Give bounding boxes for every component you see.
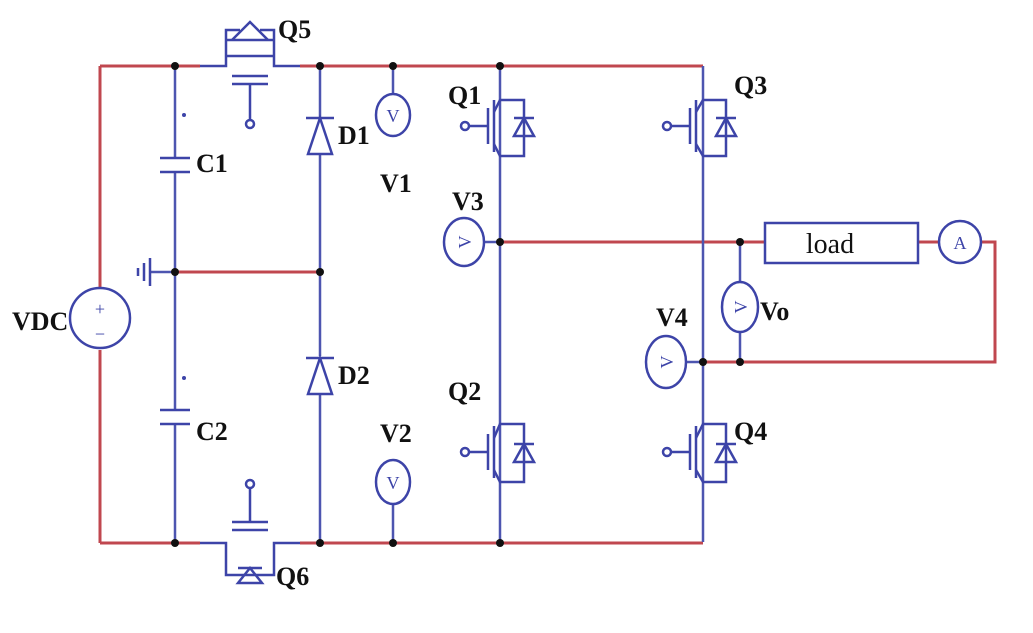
dc-source: + − — [68, 286, 132, 350]
component-wiring — [150, 66, 742, 543]
label-v3: V3 — [452, 187, 484, 216]
label-q5: Q5 — [278, 15, 311, 44]
capacitor-c1 — [160, 113, 190, 174]
label-vo: Vo — [760, 297, 789, 326]
diode-d2 — [306, 354, 334, 396]
switch-q5 — [200, 20, 300, 130]
voltmeter-v2: V — [374, 458, 412, 506]
junctions — [171, 62, 744, 547]
switch-q4 — [661, 422, 739, 484]
label-q6: Q6 — [276, 562, 309, 591]
label-v4: V4 — [656, 303, 688, 332]
svg-text:V: V — [387, 473, 400, 493]
load-resistor: load — [763, 221, 920, 265]
label-d1: D1 — [338, 121, 370, 150]
svg-text:A: A — [954, 233, 967, 253]
label-q1: Q1 — [448, 81, 481, 110]
svg-text:V: V — [731, 301, 751, 314]
svg-text:V: V — [657, 356, 677, 369]
label-v2: V2 — [380, 419, 412, 448]
switch-q2 — [459, 422, 537, 484]
ammeter: A — [937, 219, 983, 265]
voltmeter-v4: V — [644, 334, 688, 390]
label-c1: C1 — [196, 149, 228, 178]
capacitor-c2 — [160, 376, 190, 426]
label-q2: Q2 — [448, 377, 481, 406]
voltmeter-v1: V — [374, 92, 412, 138]
label-d2: D2 — [338, 361, 370, 390]
diode-d1 — [306, 114, 334, 156]
label-load: load — [806, 229, 854, 260]
switch-q1 — [459, 98, 537, 158]
label-vdc: VDC — [12, 307, 68, 336]
voltmeter-vo: V — [720, 280, 760, 334]
switch-q6 — [200, 478, 300, 585]
source-plus: + — [95, 299, 105, 319]
switch-q3 — [661, 98, 739, 158]
label-q3: Q3 — [734, 71, 767, 100]
label-v1: V1 — [380, 169, 412, 198]
svg-text:V: V — [387, 106, 400, 126]
voltmeter-v3: V — [442, 216, 486, 268]
label-q4: Q4 — [734, 417, 767, 446]
ground-icon — [136, 258, 152, 286]
label-c2: C2 — [196, 417, 228, 446]
source-minus: − — [95, 324, 105, 344]
svg-text:V: V — [455, 236, 475, 249]
main-wiring — [98, 64, 997, 545]
